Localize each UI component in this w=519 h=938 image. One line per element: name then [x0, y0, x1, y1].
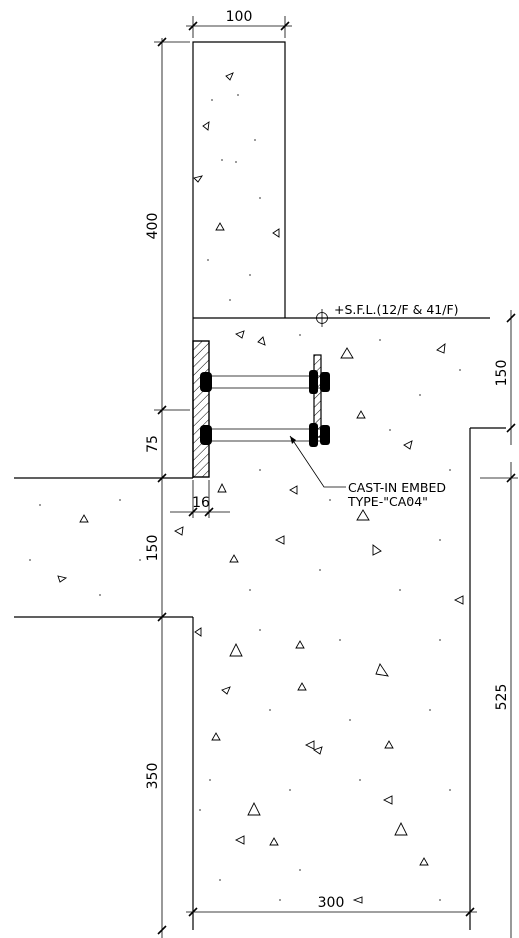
dim-plate-thickness: 16	[170, 480, 230, 518]
dim-beam-depth-label: 525	[494, 684, 510, 711]
embed-label-line2: TYPE-"CA04"	[347, 494, 428, 509]
dim-beam-width: 300	[186, 895, 477, 917]
cast-in-embed	[192, 340, 346, 488]
embed-plate	[192, 340, 210, 478]
anchor-stud-upper	[200, 370, 330, 394]
sfl-label: +S.F.L.(12/F & 41/F)	[334, 302, 459, 317]
dim-wall-width: 100	[186, 9, 292, 38]
dim-wall-height-label: 400	[145, 213, 161, 240]
embed-leader-line	[289, 435, 346, 488]
dim-lower-slab-label: 150	[145, 535, 161, 562]
upstand-wall-outline	[192, 41, 286, 318]
dim-right-chain: 150 525	[480, 310, 518, 938]
dim-plate-thickness-label: 16	[192, 495, 210, 511]
dim-wall-width-label: 100	[226, 9, 253, 25]
anchor-stud-lower	[200, 423, 330, 447]
embed-label-line1: CAST-IN EMBED	[348, 480, 446, 495]
dim-embed-depth-label: 75	[145, 435, 161, 453]
dim-lower-height-label: 350	[145, 763, 161, 790]
dim-left-chain: 400 75 150 350	[145, 37, 190, 938]
sfl-level-marker: +S.F.L.(12/F & 41/F)	[313, 302, 459, 327]
dim-slab-thickness-label: 150	[494, 360, 510, 387]
concrete-aggregate-pattern	[29, 72, 464, 904]
dim-beam-width-label: 300	[318, 895, 345, 911]
